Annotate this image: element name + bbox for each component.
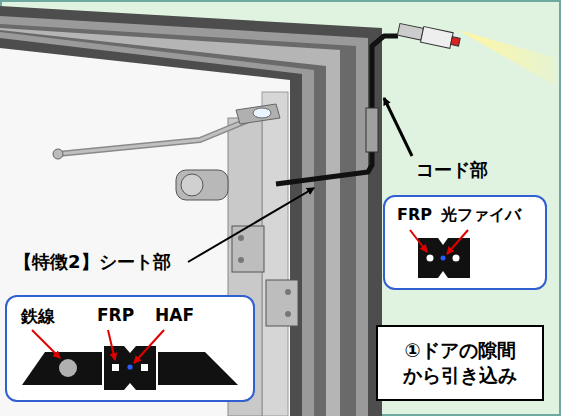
sheet-section [22,352,102,385]
door-opening [0,48,290,416]
fiber-connector [397,22,461,51]
pointer-arrow [32,330,60,358]
bracket-pin [253,108,271,118]
part-name: FRP [397,205,432,224]
closer-arm [58,112,268,154]
inset-box: FRP 光ファイバ [383,195,547,290]
closer-bracket [236,104,280,124]
part-label: コード部 [416,158,488,182]
cord-sleeve [366,108,378,152]
closer-body [176,170,228,200]
pointer-arrow [447,230,468,254]
frp-rod [453,255,460,262]
frame-face [0,16,368,416]
door-frame [0,6,382,416]
part-name: HAF [155,305,194,325]
sheet-section [158,352,238,385]
pointer-arrow [108,330,115,360]
fiber-core [441,256,446,261]
hinge [266,280,298,326]
leader-line [188,188,314,262]
frp-rod [141,364,148,371]
closer-arm-highlight [58,112,268,154]
part-label: 【特徴2】シート部 [14,250,171,274]
frame-inner [0,28,340,416]
frame-groove [0,24,356,416]
cord-section [418,238,470,278]
closer-cap [181,174,203,196]
arm-pivot [53,149,63,159]
optical-cord [276,36,398,184]
note-text: ①ドアの隙間 から引き込み [384,338,536,387]
steel-wire [59,359,77,377]
inset-ground [6,296,254,401]
part-name: FRP [97,305,134,325]
door-stop [262,92,288,416]
fiber-core [127,364,132,369]
part-name: 鉄線 [21,305,55,328]
inset-ground [384,196,546,289]
frp-rod [112,364,119,371]
sheet-section [104,346,156,390]
part-name: 光ファイバ [441,205,521,226]
leader-line [384,98,412,156]
light-beam [458,30,556,86]
pointer-arrow [134,330,164,363]
note-box: ①ドアの隙間 から引き込み [376,325,544,401]
inset-box: 鉄線 FRP HAF [5,295,255,402]
frp-rod [427,255,434,262]
pointer-arrow [410,230,427,252]
